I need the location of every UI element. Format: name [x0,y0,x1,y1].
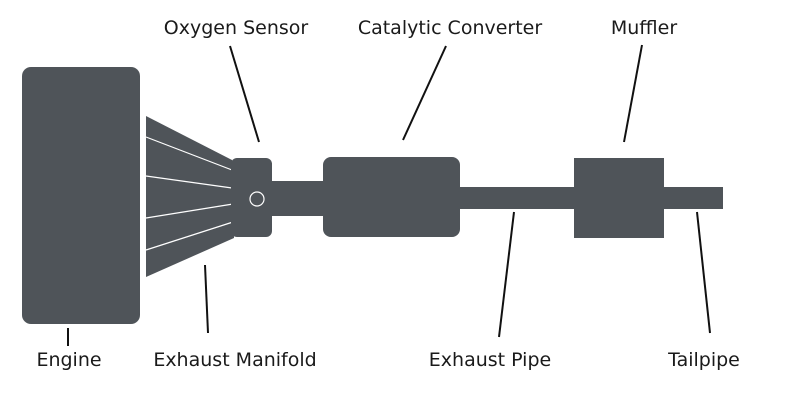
manifold-runner-divider [145,203,234,219]
front-pipe [270,181,326,216]
oxygen-sensor-icon [249,191,265,207]
engine-block [22,67,140,324]
catalytic-converter-leader-line [402,45,447,141]
oxygen-sensor-leader-line [229,45,260,143]
label-catalytic-converter: Catalytic Converter [358,17,543,39]
exhaust-manifold [145,116,234,277]
manifold-runner-divider [145,136,233,171]
label-muffler: Muffler [611,17,677,39]
muffler-leader-line [623,44,643,143]
manifold-body [146,116,234,277]
manifold-runner-divider [145,221,234,251]
exhaust-pipe-leader-line [498,211,515,338]
label-exhaust-pipe: Exhaust Pipe [429,349,551,371]
muffler [574,158,664,238]
label-exhaust-manifold: Exhaust Manifold [153,349,316,371]
label-engine: Engine [36,349,101,371]
label-tailpipe: Tailpipe [667,349,740,371]
exhaust-manifold-leader-line [204,264,209,334]
exhaust-pipe [458,187,576,209]
manifold-runner-divider [145,175,233,189]
oxygen-sensor-housing [231,158,272,237]
tailpipe-leader-line [696,211,711,334]
label-oxygen-sensor: Oxygen Sensor [164,17,309,39]
tailpipe [662,187,723,209]
catalytic-converter [323,157,460,237]
